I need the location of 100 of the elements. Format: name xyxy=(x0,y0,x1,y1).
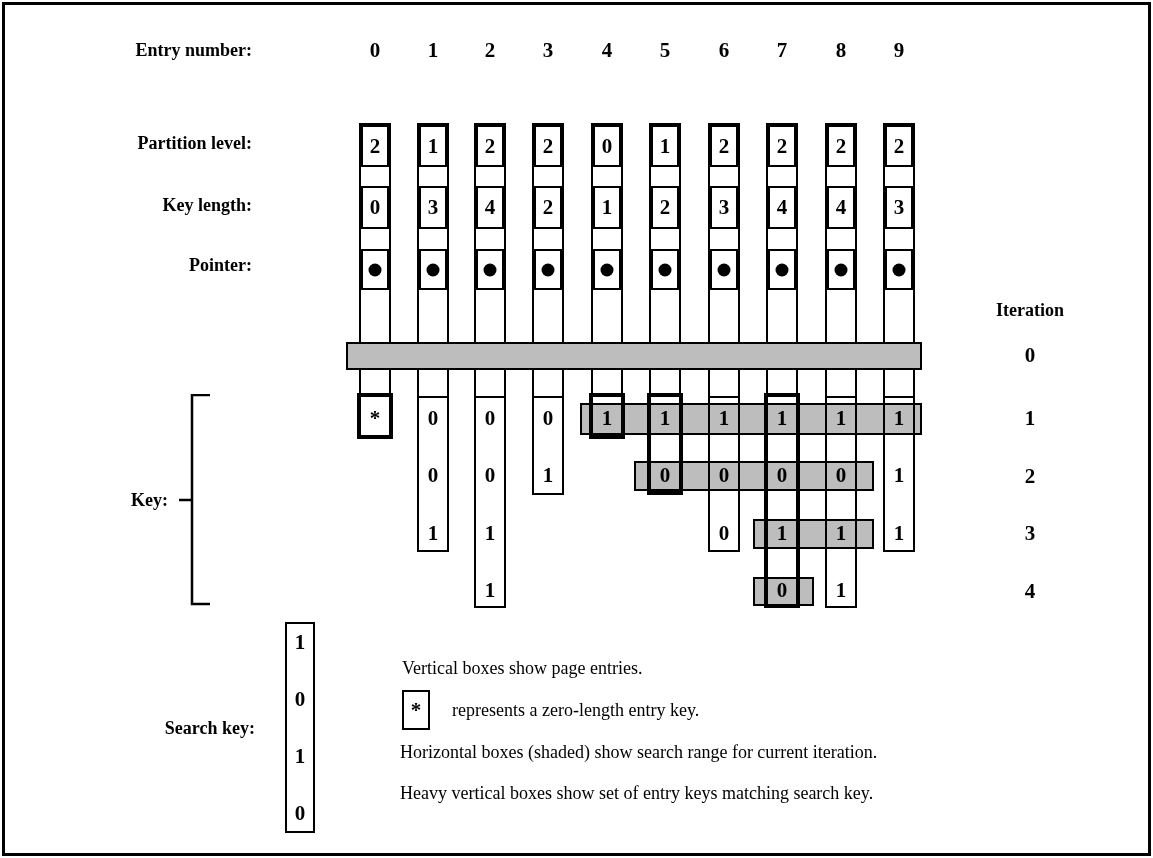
pointer-cell xyxy=(361,249,389,290)
key-bit: 1 xyxy=(476,515,504,551)
key-bit: 1 xyxy=(710,400,738,436)
shaded-range-bar xyxy=(634,461,874,491)
entry-column xyxy=(708,123,740,396)
key-bit: 0 xyxy=(293,689,307,710)
key-box xyxy=(825,396,857,608)
partition-level-cell: 1 xyxy=(419,125,447,167)
key-length-cell: 4 xyxy=(827,186,855,229)
entry-number: 2 xyxy=(484,39,496,61)
entry-number: 3 xyxy=(542,39,554,61)
key-bit: 1 xyxy=(534,457,562,494)
key-bit: 1 xyxy=(768,515,796,551)
shaded-range-bar xyxy=(346,342,922,370)
entry-number: 5 xyxy=(659,39,671,61)
partition-level-cell: 2 xyxy=(710,125,738,167)
key-bit: 1 xyxy=(476,572,504,609)
key-box xyxy=(474,396,506,608)
row-label: Key length: xyxy=(162,196,252,214)
heavy-key-box xyxy=(357,393,393,439)
pointer-cell xyxy=(651,249,679,290)
legend-text: Horizontal boxes (shaded) show search range for current iteration. xyxy=(400,743,878,761)
entry-number: 8 xyxy=(835,39,847,61)
column-heading: Iteration xyxy=(996,301,1064,319)
key-box xyxy=(883,396,915,552)
row-label: Pointer: xyxy=(189,256,252,274)
key-box xyxy=(708,396,740,552)
key-bit: 0 xyxy=(534,400,562,436)
heavy-key-box xyxy=(589,393,625,439)
key-bit: 1 xyxy=(768,400,796,436)
partition-level-cell: 0 xyxy=(593,125,621,167)
entry-number: 4 xyxy=(601,39,613,61)
row-label: Key: xyxy=(131,491,168,509)
row-label: Partition level: xyxy=(137,134,252,152)
iteration-number: 1 xyxy=(1024,407,1036,429)
key-box xyxy=(532,396,564,495)
legend-text: represents a zero-length entry key. xyxy=(452,701,700,719)
row-label: Search key: xyxy=(164,719,255,737)
key-box xyxy=(417,396,449,552)
partition-level-cell: 2 xyxy=(768,125,796,167)
zero-length-key-box: * xyxy=(402,690,430,730)
entry-column xyxy=(532,123,564,396)
pointer-cell xyxy=(827,249,855,290)
iteration-number: 2 xyxy=(1024,465,1036,487)
key-bit: 1 xyxy=(885,515,913,551)
partition-level-cell: 1 xyxy=(651,125,679,167)
entry-column xyxy=(474,123,506,396)
entry-number: 1 xyxy=(427,39,439,61)
legend-text: Heavy vertical boxes show set of entry keys matching search key. xyxy=(400,784,874,802)
entry-number: 7 xyxy=(776,39,788,61)
pointer-cell xyxy=(534,249,562,290)
key-bit: 0 xyxy=(293,803,307,824)
pointer-cell xyxy=(710,249,738,290)
pointer-cell xyxy=(476,249,504,290)
key-length-cell: 4 xyxy=(768,186,796,229)
key-bit: 0 xyxy=(419,457,447,494)
heavy-key-box xyxy=(764,393,800,608)
key-length-cell: 0 xyxy=(361,186,389,229)
key-bit: 0 xyxy=(768,457,796,494)
search-key-box xyxy=(285,622,315,833)
partition-level-cell: 2 xyxy=(476,125,504,167)
pointer-cell xyxy=(885,249,913,290)
pointer-cell xyxy=(593,249,621,290)
key-length-cell: 2 xyxy=(534,186,562,229)
row-label: Entry number: xyxy=(135,41,252,59)
key-bit: 0 xyxy=(710,515,738,551)
iteration-number: 4 xyxy=(1024,580,1036,602)
heavy-key-box xyxy=(647,393,683,495)
entry-number: 6 xyxy=(718,39,730,61)
partition-level-cell: 2 xyxy=(534,125,562,167)
key-bit: 1 xyxy=(885,457,913,494)
key-bit: 1 xyxy=(419,515,447,551)
key-length-cell: 1 xyxy=(593,186,621,229)
key-bit: 0 xyxy=(476,457,504,494)
key-bit: 0 xyxy=(710,457,738,494)
pointer-cell xyxy=(768,249,796,290)
iteration-number: 0 xyxy=(1024,344,1036,366)
pointer-cell xyxy=(419,249,447,290)
key-bit: 1 xyxy=(827,572,855,609)
key-length-cell: 2 xyxy=(651,186,679,229)
key-bit: 0 xyxy=(476,400,504,436)
key-bit: 1 xyxy=(293,632,307,653)
entry-column xyxy=(825,123,857,396)
key-length-cell: 3 xyxy=(885,186,913,229)
key-bit: 0 xyxy=(768,572,796,609)
key-length-cell: 4 xyxy=(476,186,504,229)
partition-level-cell: 2 xyxy=(885,125,913,167)
key-bit: 0 xyxy=(419,400,447,436)
key-bit: 1 xyxy=(827,400,855,436)
key-bit: 1 xyxy=(593,400,621,436)
key-bit: * xyxy=(361,400,389,436)
key-length-cell: 3 xyxy=(710,186,738,229)
entry-number: 9 xyxy=(893,39,905,61)
key-bit: 1 xyxy=(885,400,913,436)
key-bit: 1 xyxy=(293,746,307,767)
key-length-cell: 3 xyxy=(419,186,447,229)
partition-level-cell: 2 xyxy=(827,125,855,167)
iteration-number: 3 xyxy=(1024,522,1036,544)
key-bit: 0 xyxy=(827,457,855,494)
key-bit: 1 xyxy=(651,400,679,436)
